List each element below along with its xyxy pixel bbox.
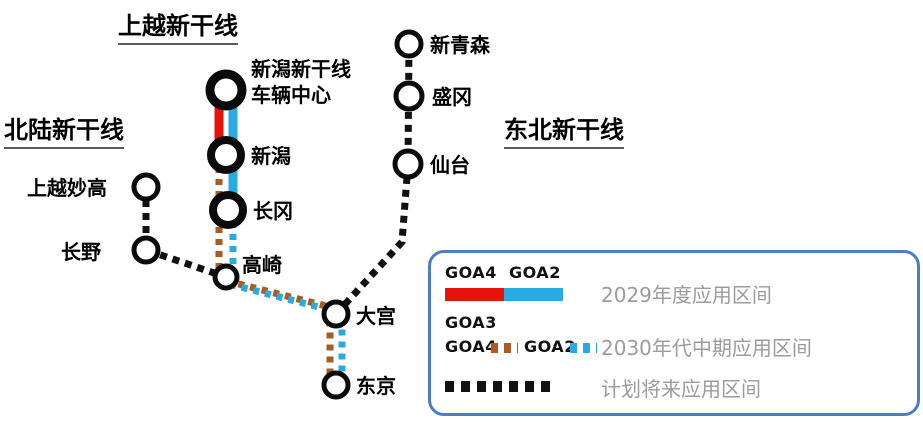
legend-row1-goa2-blue-swatch [504, 288, 563, 301]
station-label-nagano: 长野 [61, 240, 101, 264]
station-label-sendai: 仙台 [430, 153, 470, 177]
station-label-tokyo: 东京 [356, 374, 396, 398]
station-node-takasaki [212, 263, 240, 291]
line-title-hokuriku: 北陆新干线 [4, 110, 124, 149]
station-node-tokyo [321, 370, 351, 400]
segment-goa2-nagaoka-tokyo [229, 210, 346, 385]
station-label-shin-aomori: 新青森 [430, 33, 490, 57]
line-title-tohoku: 东北新干线 [504, 110, 624, 149]
legend-row2-goa2-blue-dotted-swatch [570, 343, 597, 353]
line-title-joetsu: 上越新干线 [118, 6, 238, 45]
legend-box: GOA4 GOA2 2029年度应用区间 GOA3 GOA4 GOA2 2030… [428, 250, 920, 416]
station-label-vehicle-center-line1: 新潟新干线 [251, 57, 351, 81]
station-node-sendai [392, 148, 424, 180]
legend-row1-goa4-label: GOA4 [445, 263, 497, 282]
station-label-niigata: 新潟 [251, 144, 291, 168]
station-node-morioka [393, 80, 425, 112]
station-label-joetsu-myoko: 上越妙高 [27, 176, 107, 200]
station-node-shin-aomori [394, 29, 424, 59]
legend-row3-future-black-dotted-swatch [445, 381, 557, 392]
legend-row2-goa2-label: GOA2 [524, 337, 576, 356]
station-label-omiya: 大宫 [356, 304, 396, 328]
legend-row1-desc: 2029年度应用区间 [601, 283, 772, 307]
station-node-nagaoka [209, 191, 247, 229]
legend-row3-desc: 计划将来应用区间 [601, 377, 761, 401]
station-label-vehicle-center-line2: 车辆中心 [251, 83, 331, 107]
station-label-nagaoka: 长冈 [253, 199, 293, 223]
legend-row2-goa4-label: GOA4 [445, 337, 497, 356]
station-label-vehicle-center: 新潟新干线 车辆中心 [251, 56, 351, 108]
legend-row1-goa2-label: GOA2 [509, 263, 561, 282]
segment-future-joetsu-myoko-takasaki [142, 187, 228, 281]
station-label-takasaki: 高崎 [242, 253, 282, 277]
station-node-vehicle-center [205, 69, 247, 111]
legend-row2-goa34-brown-dotted-swatch [491, 343, 518, 353]
legend-row2-goa3-label: GOA3 [445, 313, 497, 332]
station-node-omiya [321, 299, 351, 329]
station-node-niigata [207, 136, 245, 174]
legend-row1-goa4-red-swatch [445, 288, 504, 301]
station-label-morioka: 盛冈 [432, 85, 472, 109]
station-node-nagano [131, 235, 161, 265]
station-node-joetsu-myoko [131, 172, 161, 202]
legend-row2-desc: 2030年代中期应用区间 [601, 336, 812, 360]
